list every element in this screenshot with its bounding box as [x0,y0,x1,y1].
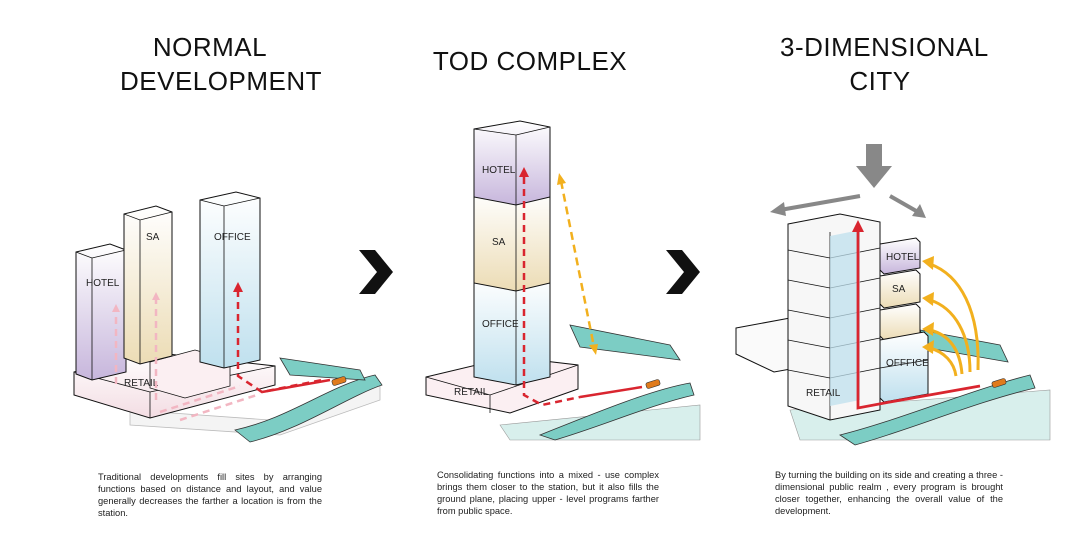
station-icon [331,376,347,386]
title-line: NORMAL [152,32,268,62]
water-channel [569,324,681,361]
title-line: CITY [849,66,911,96]
public-core [830,230,860,406]
hotel-label: HOTEL [482,165,516,176]
tower-hotel [473,120,551,206]
panel-1-description: Traditional developments fill sites by a… [98,472,322,518]
three-dimensional-city-diagram: HOTEL SA OFFFICE RETAIL [735,144,1051,446]
tod-complex-diagram: HOTEL SA OFFICE RETAIL [425,120,701,441]
retail-label: RETAIL [806,388,841,399]
station-icon [991,378,1007,388]
access-arrow [929,346,958,377]
hotel-label: HOTEL [886,252,920,263]
station-icon [645,379,661,389]
sa-label: SA [892,284,906,295]
panel-1-title: NORMAL DEVELOPMENT [120,30,322,98]
panel-3-description: By turning the building on its side and … [775,470,1003,516]
hotel-label: HOTEL [86,278,120,289]
hotel-tower [75,243,127,381]
panel-2-description: Consolidating functions into a mixed - u… [437,470,659,516]
access-arrow [559,180,596,348]
retail-label: RETAIL [454,387,489,398]
title-line: DEVELOPMENT [120,66,322,96]
chevron-right-icon [666,250,700,294]
office-label: OFFFICE [886,358,929,369]
office-label: OFFICE [214,232,251,243]
retail-label: RETAIL [124,378,159,389]
title-line: TOD COMPLEX [432,46,628,76]
office-tower [199,191,261,369]
sa-label: SA [146,232,160,243]
sa-block [879,269,921,309]
access-arrow [929,298,972,373]
water-channel [839,374,1036,446]
normal-development-diagram: HOTEL SA OFFICE RETAIL [73,191,383,443]
access-arrow [929,328,964,375]
title-line: 3-DIMENSIONAL [780,32,989,62]
water-channel [234,374,383,443]
station-route [856,232,981,410]
spread-arrow-right [889,194,919,214]
tower-sa [473,190,551,292]
sa-label: SA [492,237,506,248]
panel-3-title: 3-DIMENSIONAL CITY [780,30,989,98]
water-channel [279,357,366,381]
down-arrow-icon [866,144,882,166]
chevron-right-icon [359,250,393,294]
sa-tower [123,205,173,365]
tower-office [473,276,551,386]
panel-2-title: TOD COMPLEX [430,44,630,78]
water-channel [538,382,695,441]
station-route [522,177,581,407]
access-arrow [929,262,980,371]
hotel-block [879,237,921,275]
office-label: OFFICE [482,319,519,330]
spread-arrow-left [779,194,861,212]
